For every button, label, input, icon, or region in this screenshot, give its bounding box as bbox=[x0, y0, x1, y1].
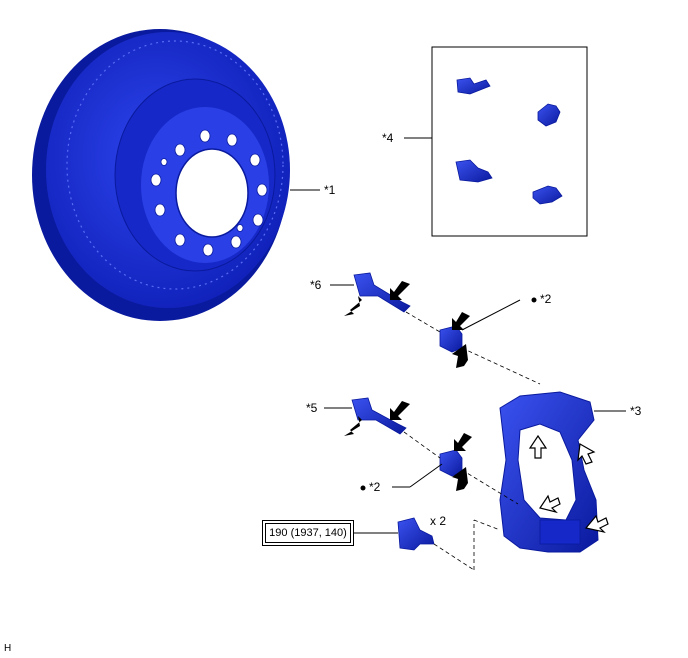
slide-pin-upper bbox=[353, 272, 411, 313]
black-arrow-icons bbox=[344, 281, 472, 491]
black-arrow-icon bbox=[344, 416, 362, 436]
slide-pin-lower bbox=[351, 397, 407, 435]
brake-disc bbox=[32, 29, 290, 321]
label-disc: *1 bbox=[324, 183, 336, 197]
white-arrow-icons bbox=[528, 434, 609, 534]
black-arrow-icon bbox=[344, 296, 362, 316]
caliper-mounting bbox=[499, 391, 599, 553]
black-arrow-icon bbox=[452, 467, 468, 491]
mounting-bolt bbox=[397, 517, 435, 551]
anti-squeal-spring-box bbox=[431, 46, 588, 237]
black-arrow-icon bbox=[454, 433, 472, 451]
label-cylinder-boot-2: *2 bbox=[369, 480, 381, 494]
cylinder-boot-lower bbox=[439, 449, 463, 477]
bullet-dot-icon bbox=[360, 485, 366, 491]
white-arrow-icon bbox=[577, 443, 596, 465]
alignment-lines bbox=[403, 311, 541, 571]
black-arrow-icon bbox=[390, 281, 410, 300]
label-mounting: *3 bbox=[630, 404, 642, 418]
white-arrow-icon bbox=[539, 494, 561, 514]
torque-spec-box: 190 (1937, 140) bbox=[262, 520, 354, 546]
black-arrow-icon bbox=[390, 401, 410, 420]
white-arrow-icon bbox=[528, 434, 548, 459]
black-arrow-icon bbox=[452, 344, 468, 368]
label-quantity: x 2 bbox=[430, 514, 447, 528]
label-anti-squeal-spring: *4 bbox=[382, 131, 394, 145]
black-arrow-icon bbox=[452, 312, 470, 330]
bullet-dot-icon bbox=[531, 297, 537, 303]
label-slide-pin-lower: *5 bbox=[306, 401, 318, 415]
white-arrow-icon bbox=[584, 514, 609, 534]
label-slide-pin-upper: *6 bbox=[310, 278, 322, 292]
torque-spec-value: 190 (1937, 140) bbox=[265, 523, 351, 543]
label-corner-code: H bbox=[4, 643, 12, 654]
label-cylinder-boot-1: *2 bbox=[540, 292, 552, 306]
